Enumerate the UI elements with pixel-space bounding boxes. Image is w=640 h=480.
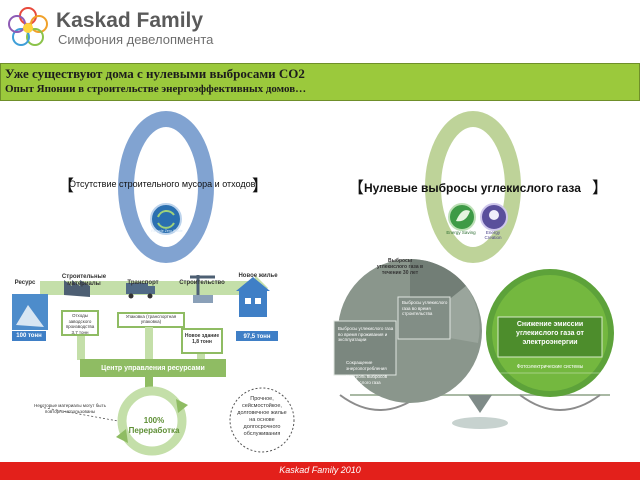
pie-slice-construction: Выбросы углекислого газа во время строит…: [402, 300, 448, 316]
crane-icon: [190, 275, 215, 303]
logo: [6, 6, 50, 50]
durable-note: Прочное, сейсмостойкое, долговечное жиль…: [237, 396, 287, 437]
footer-bar: [0, 462, 640, 480]
pie-slice-living: Выбросы углекислого газа во время прожив…: [338, 326, 394, 342]
right-heading: Нулевые выбросы углекислого газа: [364, 181, 581, 195]
bracket-open-right: 【: [348, 180, 364, 197]
step-construction: Строительство: [179, 280, 225, 286]
green-circle-title: Снижение эмиссии углекислого газа от эле…: [516, 321, 584, 346]
step-resource: Ресурс: [14, 280, 36, 286]
recycle-circle: [117, 386, 187, 456]
left-infographic: 【 】: [12, 111, 295, 456]
energy-saving-label: Energy Saving: [446, 230, 476, 235]
bracket-close-left: 】: [252, 178, 268, 195]
banner-subtitle: Опыт Японии в строительстве энергоэффект…: [5, 83, 307, 95]
title-banner: [0, 63, 640, 101]
reuse-note: Некоторые материалы могут быть повторно …: [34, 403, 106, 414]
green-circle-subtitle: Фотоэлектрические системы: [516, 364, 584, 370]
step-transport: Транспорт: [127, 280, 159, 286]
pie-title: Выбросы углекислого газа в течение 30 ле…: [376, 258, 424, 276]
zero-right-shape: [425, 111, 521, 263]
house-icon: [236, 277, 270, 317]
transport-note: Упаковка (транспортная упаковка): [125, 314, 177, 324]
bracket-close-right: 】: [592, 180, 608, 197]
step-materials: Строительные материалы: [61, 274, 107, 287]
left-heading: Отсутствие строительного мусора и отходо…: [69, 179, 256, 189]
pie-slice-control: Контроль выбросов углекислого газа: [346, 374, 388, 385]
logo-title: Kaskad Family: [56, 9, 204, 32]
step-new-housing: Новое жилье: [238, 273, 278, 279]
new-housing-amount: 97,5 тонн: [243, 334, 271, 340]
resource-amount: 100 тонн: [16, 333, 42, 339]
factory-icon: [64, 280, 90, 297]
pie-slice-saving: Сокращение энергопотребления: [346, 360, 387, 371]
construction-waste-label: Новое здание 1,8 тонн: [184, 333, 220, 345]
recycle-badge-label: Recycle Zero Waste: [151, 229, 183, 233]
zero-left-shape: [118, 111, 214, 263]
factory-waste-label: Отходы заводского производства 3,7 тонн: [65, 313, 95, 335]
footer-text: Kaskad Family 2010: [279, 465, 361, 475]
durable-note-circle: [229, 387, 295, 453]
resource-center-label: Центр управления ресурсами: [101, 365, 205, 372]
truck-icon: [126, 283, 148, 294]
recycle-badge-icon: [150, 203, 182, 235]
co2-pie: [333, 259, 482, 403]
recycle-100-label: 100% Переработка: [128, 416, 180, 435]
logo-subtitle: Симфония девелопмента: [58, 32, 214, 47]
banner-title: Уже существуют дома с нулевыми выбросами…: [5, 66, 305, 81]
right-infographic: 【 】: [333, 111, 614, 429]
bracket-open-left: 【: [58, 178, 74, 195]
flower-logo-icon: [8, 7, 48, 46]
energy-creation-label: Energy Creation: [484, 230, 502, 240]
